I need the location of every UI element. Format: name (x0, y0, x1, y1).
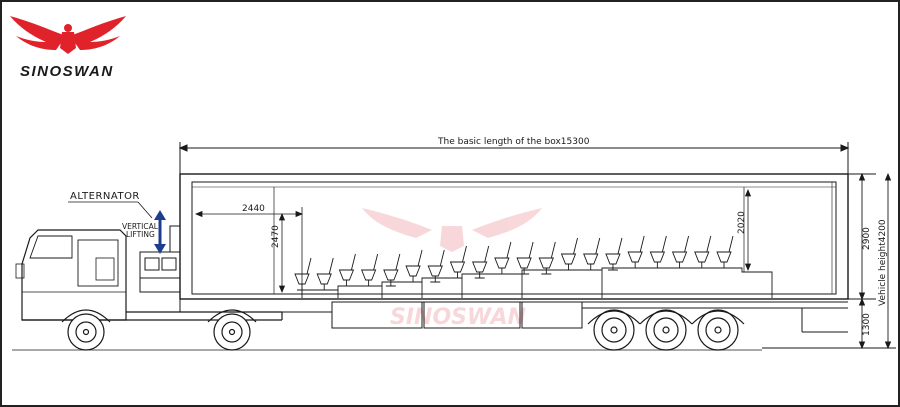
swan-wings-logo-icon (10, 16, 126, 54)
vertical-lifting-label-line1: VERTICAL (122, 222, 159, 231)
trailer-box (179, 173, 849, 300)
alternator-label: ALTERNATOR (70, 191, 140, 202)
seat-icon (338, 253, 356, 287)
watermark-text: SINOSWAN (390, 305, 526, 330)
seat-icon (405, 249, 423, 283)
seat-icon (427, 249, 445, 283)
tractor-wheels (61, 309, 257, 351)
inner-height-right-dimension (744, 188, 752, 272)
seat-icon (516, 241, 534, 275)
seat-icon (694, 235, 712, 269)
seat-icon (360, 253, 379, 287)
right-height-dimensions (762, 172, 896, 350)
trailer-wheels (587, 309, 745, 351)
brand-logo-text: SINOSWAN (20, 63, 114, 80)
inner-height-right-label: 2020 (737, 211, 747, 234)
vertical-lifting-label-line2: LIFTING (126, 230, 155, 239)
seat-icon (560, 237, 578, 271)
seat-icon (627, 235, 645, 269)
watermark-logo: SINOSWAN (362, 208, 542, 330)
seat-icon (716, 235, 734, 269)
stage-width-dimension (194, 207, 304, 292)
seat-rows (294, 235, 734, 291)
stage-width-label: 2440 (242, 204, 265, 214)
seat-icon (583, 237, 601, 271)
seat-icon (472, 245, 490, 279)
stepped-seating-platform (301, 267, 773, 298)
vehicle-height-label: Vehicle height4200 (878, 219, 888, 306)
seat-icon (649, 235, 667, 269)
seat-icon (538, 241, 556, 275)
vertical-lift-arrow-icon (154, 210, 166, 254)
seat-icon (383, 253, 401, 287)
seat-icon (316, 257, 334, 291)
seat-icon (494, 241, 512, 275)
seat-icon (605, 237, 623, 271)
chassis-height-label: 1300 (862, 313, 872, 336)
seat-icon (294, 257, 312, 291)
seat-icon (671, 235, 690, 269)
trailer-chassis (179, 298, 848, 333)
seat-icon (449, 245, 467, 279)
alternator-leader (68, 201, 153, 219)
box-length-label: The basic length of the box15300 (437, 137, 590, 147)
box-height-label: 2900 (862, 227, 872, 250)
tractor-cab (15, 229, 283, 321)
box-length-dimension (178, 142, 850, 174)
inner-height-left-dimension (278, 212, 286, 294)
inner-height-left-label: 2470 (271, 225, 281, 248)
